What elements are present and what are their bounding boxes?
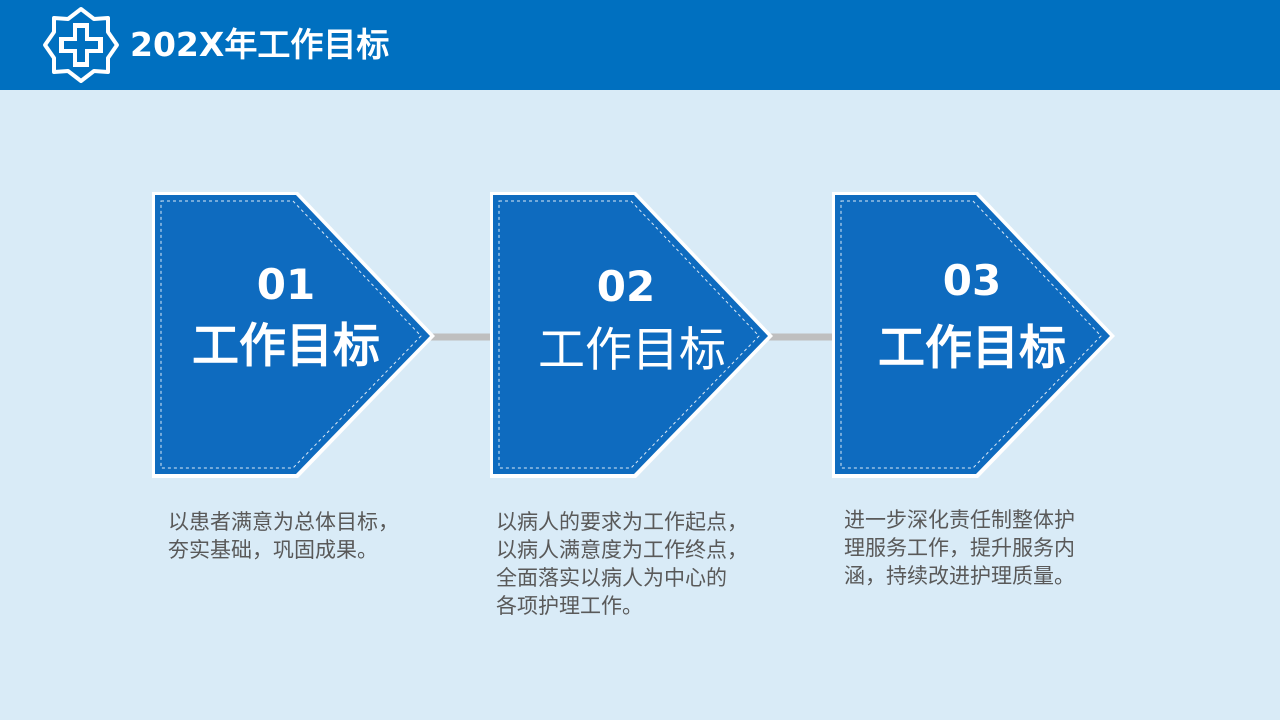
step-label: 工作目标 — [878, 321, 1066, 376]
description-line: 各项护理工作。 — [496, 594, 643, 618]
step-card-1: 01 工作目标 — [150, 190, 440, 480]
description-line: 全面落实以病人为中心的 — [496, 566, 727, 590]
description-line: 夯实基础，巩固成果。 — [168, 538, 378, 562]
description-line: 涵，持续改进护理质量。 — [844, 564, 1075, 588]
pentagon-arrow-shape — [832, 192, 1115, 478]
step-card-3: 03 工作目标 — [830, 190, 1120, 480]
step-label: 工作目标 — [192, 319, 380, 374]
pentagon-arrow-shape — [152, 192, 435, 478]
step-number: 02 — [596, 262, 656, 311]
pentagon-arrow-shape — [490, 192, 773, 478]
description-line: 进一步深化责任制整体护 — [844, 508, 1075, 532]
step-label: 工作目标 — [538, 323, 726, 378]
step-number: 01 — [256, 260, 316, 309]
medical-cross-icon — [43, 7, 119, 83]
description-line: 理服务工作，提升服务内 — [844, 536, 1075, 560]
description-line: 以患者满意为总体目标， — [168, 510, 399, 534]
step-description-1: 以患者满意为总体目标， 夯实基础，巩固成果。 — [168, 508, 468, 564]
page-title: 202X年工作目标 — [130, 25, 390, 64]
description-line: 以病人的要求为工作起点， — [496, 510, 748, 534]
step-number: 03 — [942, 256, 1002, 305]
step-description-3: 进一步深化责任制整体护 理服务工作，提升服务内 涵，持续改进护理质量。 — [844, 506, 1144, 590]
step-card-2: 02 工作目标 — [488, 190, 778, 480]
description-line: 以病人满意度为工作终点， — [496, 538, 748, 562]
header-bar: 202X年工作目标 — [0, 0, 1280, 90]
step-description-2: 以病人的要求为工作起点， 以病人满意度为工作终点， 全面落实以病人为中心的 各项… — [496, 508, 796, 620]
